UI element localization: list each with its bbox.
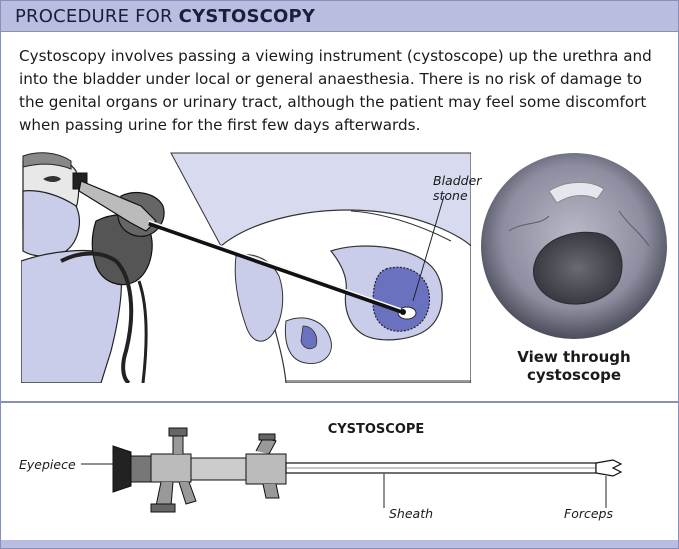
- forceps-tip: [595, 459, 623, 477]
- scope-connector: [190, 457, 247, 481]
- valve-bottom-2: [178, 481, 197, 505]
- cystoscope-view-caption: View through cystoscope: [479, 348, 669, 384]
- scope-tip: [400, 309, 406, 315]
- photo-vessel-2: [618, 210, 650, 247]
- intro-paragraph: Cystoscopy involves passing a viewing in…: [19, 47, 652, 134]
- photo-vessel: [508, 215, 550, 232]
- valve-top-cap: [168, 427, 188, 437]
- valve-top: [172, 433, 184, 454]
- eyepiece-shape: [112, 445, 132, 493]
- side-port-cap: [258, 433, 276, 441]
- section-divider: [1, 401, 678, 403]
- page-title: PROCEDURE FOR CYSTOSCOPY: [15, 6, 315, 27]
- bladder: [372, 266, 431, 332]
- scope-shaft: [148, 220, 402, 314]
- sheath-hub: [245, 453, 287, 485]
- forceps-label: Forceps: [564, 506, 613, 521]
- body-contour: [350, 210, 452, 242]
- scope-shaft-highlight: [148, 220, 402, 310]
- scope-tubing: [60, 251, 134, 383]
- lower-organ-inner: [300, 325, 318, 350]
- doctor-eye: [43, 176, 61, 182]
- bladder-stone-pointer: [412, 195, 445, 302]
- title-emphasis: CYSTOSCOPY: [178, 6, 316, 27]
- lower-port: [262, 483, 280, 499]
- scope-body-block: [150, 453, 192, 483]
- scope-body: [78, 180, 157, 232]
- photo-stone: [532, 231, 623, 305]
- cystoscope-view-image: [481, 153, 667, 339]
- photo-caption-line1: View through: [517, 348, 631, 366]
- procedure-illustration: [21, 152, 471, 383]
- header-bar: PROCEDURE FOR CYSTOSCOPY: [1, 1, 678, 32]
- bladder-stone-label-line2: stone: [433, 188, 468, 203]
- title-prefix: PROCEDURE FOR: [15, 6, 179, 27]
- bladder-stone-label: Bladder stone: [433, 173, 481, 203]
- scope-tubing-2: [137, 280, 148, 383]
- valve-bottom: [155, 481, 174, 507]
- cystoscope-title: CYSTOSCOPE: [327, 422, 425, 437]
- sheath-label: Sheath: [389, 506, 434, 521]
- eyepiece-collar: [130, 455, 152, 483]
- photo-forceps: [548, 182, 605, 204]
- photo-caption-line2: cystoscope: [526, 366, 622, 384]
- doctor-cap: [22, 152, 72, 170]
- valve-bottom-cap: [150, 503, 176, 513]
- bladder-stone-label-line1: Bladder: [433, 173, 482, 188]
- cystoscope-diagram: [81, 427, 623, 513]
- eyepiece-label: Eyepiece: [19, 457, 76, 472]
- bottom-band: [1, 540, 678, 548]
